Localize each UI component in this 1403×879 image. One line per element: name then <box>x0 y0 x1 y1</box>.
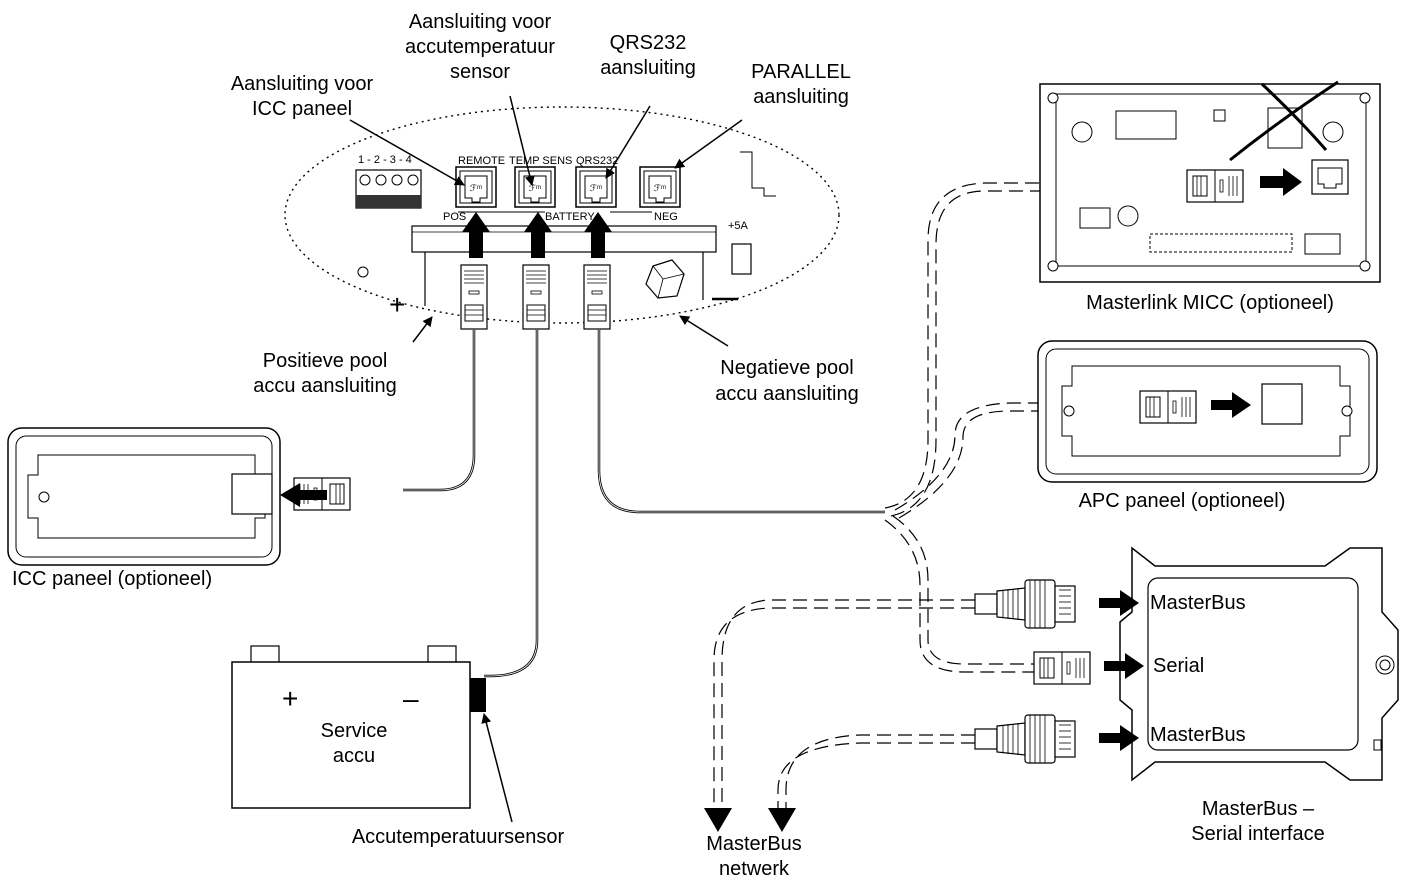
cables <box>403 329 885 678</box>
remote-print: REMOTE <box>458 155 505 167</box>
battery-minus: – <box>403 683 419 714</box>
temp-conn-label-2: accutemperatuur <box>405 36 555 58</box>
arrow-icon <box>524 212 552 258</box>
qrs232-socket <box>575 166 617 208</box>
qrs-conn-label-1: QRS232 <box>610 32 687 54</box>
temp-conn-label-3: sensor <box>450 61 510 83</box>
network-label-1: MasterBus <box>706 833 802 855</box>
charger-device: 1 - 2 - 3 - 4 REMOTE TEMP SENS QRS232 PO… <box>284 106 840 324</box>
hex-nut <box>645 259 685 299</box>
terminal-label: 1 - 2 - 3 - 4 <box>358 154 412 166</box>
parallel-conn-label-2: aansluiting <box>753 86 849 108</box>
qrs-print: QRS232 <box>576 155 618 167</box>
masterlink-panel <box>1039 80 1381 283</box>
pointer-lines <box>349 95 743 823</box>
arrow-icon <box>584 212 612 258</box>
icc-cable <box>403 329 476 492</box>
pos-pole-label-1: Positieve pool <box>263 350 388 372</box>
port-masterbus-top: MasterBus <box>1150 592 1246 614</box>
dashed-connections <box>713 182 1185 810</box>
plus-sign: + <box>389 289 405 320</box>
rj-connector-icon <box>1186 169 1244 203</box>
battery-bar <box>411 225 717 253</box>
apc-socket <box>1261 383 1303 425</box>
interface-title-1: MasterBus – <box>1202 798 1315 820</box>
arrow-icon <box>1099 725 1139 751</box>
masterbus-plug-icon <box>974 714 1076 764</box>
tempsensor-cable <box>484 329 539 678</box>
qrs-conn-label-2: aansluiting <box>600 57 696 79</box>
port-serial: Serial <box>1153 655 1204 677</box>
icc-conn-label-2: ICC paneel <box>252 98 352 120</box>
cross-mark-icon <box>1229 80 1339 162</box>
arrow-icon <box>462 212 490 258</box>
interface-title-2: Serial interface <box>1191 823 1324 845</box>
apc-panel <box>1037 340 1378 483</box>
arrow-icon <box>280 483 327 507</box>
service-battery-label-2: accu <box>333 745 375 767</box>
arrow-icon <box>1099 590 1139 616</box>
fuse-print: +5A <box>728 220 749 232</box>
tempsens-print: TEMP SENS <box>509 155 572 167</box>
remote-socket <box>455 166 497 208</box>
pos-pole-label-2: accu aansluiting <box>253 375 396 397</box>
rj-connector-icon <box>1139 390 1197 424</box>
temp-sensor-label: Accutemperatuursensor <box>352 826 565 848</box>
battery-plus: + <box>282 683 298 714</box>
icc-panel-label: ICC paneel (optioneel) <box>12 568 212 590</box>
icc-socket <box>231 473 273 515</box>
service-battery-label-1: Service <box>321 720 388 742</box>
battery-print: BATTERY <box>545 211 595 223</box>
port-masterbus-bottom: MasterBus <box>1150 724 1246 746</box>
rj-connector-icon <box>583 264 611 330</box>
icc-panel <box>7 427 351 566</box>
network-arrow-icon <box>768 808 796 832</box>
neg-pole-label-2: accu aansluiting <box>715 383 858 405</box>
parallel-socket <box>639 166 681 208</box>
serial-interface <box>1119 546 1399 782</box>
arrow-icon <box>1211 392 1251 418</box>
icc-conn-label-1: Aansluiting voor <box>231 73 374 95</box>
rj-connector-icon <box>1033 651 1091 685</box>
rj-connector-icon <box>460 264 488 330</box>
masterbus-plug-icon <box>974 579 1076 629</box>
parallel-conn-label-1: PARALLEL <box>751 61 851 83</box>
temp-conn-label-1: Aansluiting voor <box>409 11 552 33</box>
temp-sensor-block <box>470 678 486 712</box>
arrow-icon <box>1260 168 1302 196</box>
fuse <box>731 243 752 275</box>
rj-connector-icon <box>522 264 550 330</box>
masterlink-label: Masterlink MICC (optioneel) <box>1086 292 1334 314</box>
tempsens-socket <box>514 166 556 208</box>
apc-panel-label: APC paneel (optioneel) <box>1079 490 1286 512</box>
service-battery <box>231 645 486 809</box>
neg-print: NEG <box>654 211 678 223</box>
device-outline <box>284 106 840 324</box>
arrow-icon <box>1104 653 1144 679</box>
insert-arrows <box>462 212 612 258</box>
network-label-2: netwerk <box>719 858 790 879</box>
neg-pole-label-1: Negatieve pool <box>720 357 853 379</box>
labels: Aansluiting voor ICC paneel Aansluiting … <box>12 11 1334 879</box>
network-arrow-icon <box>704 808 732 832</box>
battery-body <box>231 661 471 809</box>
pos-print: POS <box>443 211 466 223</box>
icc-panel-frame <box>7 427 281 566</box>
mount-hole <box>357 266 369 278</box>
terminal-block-base <box>356 195 421 208</box>
